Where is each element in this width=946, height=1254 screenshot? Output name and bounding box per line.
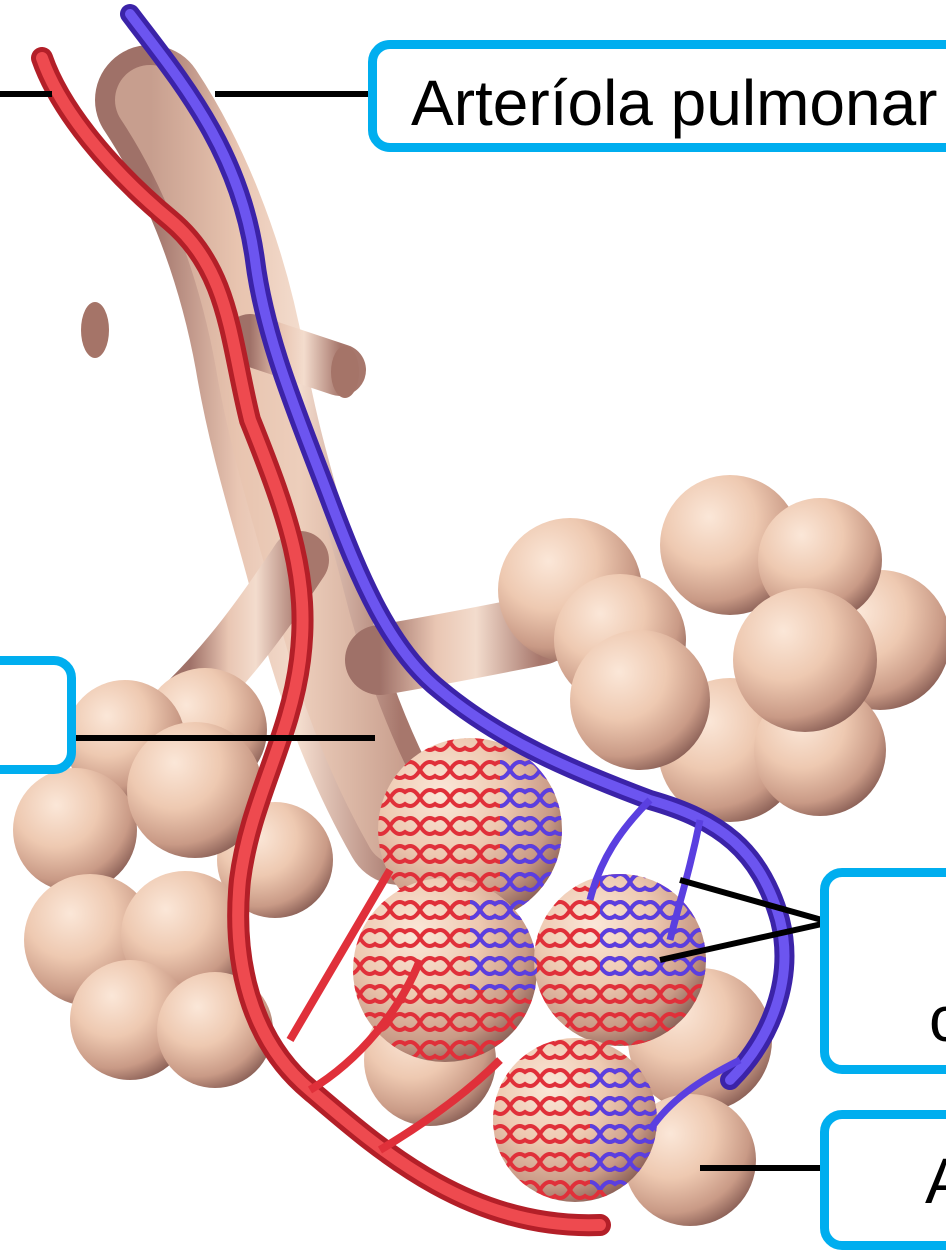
label-box-left-cropped xyxy=(0,656,76,774)
label-capillary-text: c xyxy=(929,983,946,1055)
label-arteriola-pulmonar-text: Arteríola pulmonar xyxy=(411,67,937,139)
label-alveolus-text: A xyxy=(925,1145,946,1217)
label-alveolus-cropped: A xyxy=(820,1110,946,1250)
label-arteriola-pulmonar: Arteríola pulmonar xyxy=(368,40,946,152)
label-capillary-cropped: c xyxy=(820,868,946,1074)
leader-line-capillary-1 xyxy=(680,880,822,920)
